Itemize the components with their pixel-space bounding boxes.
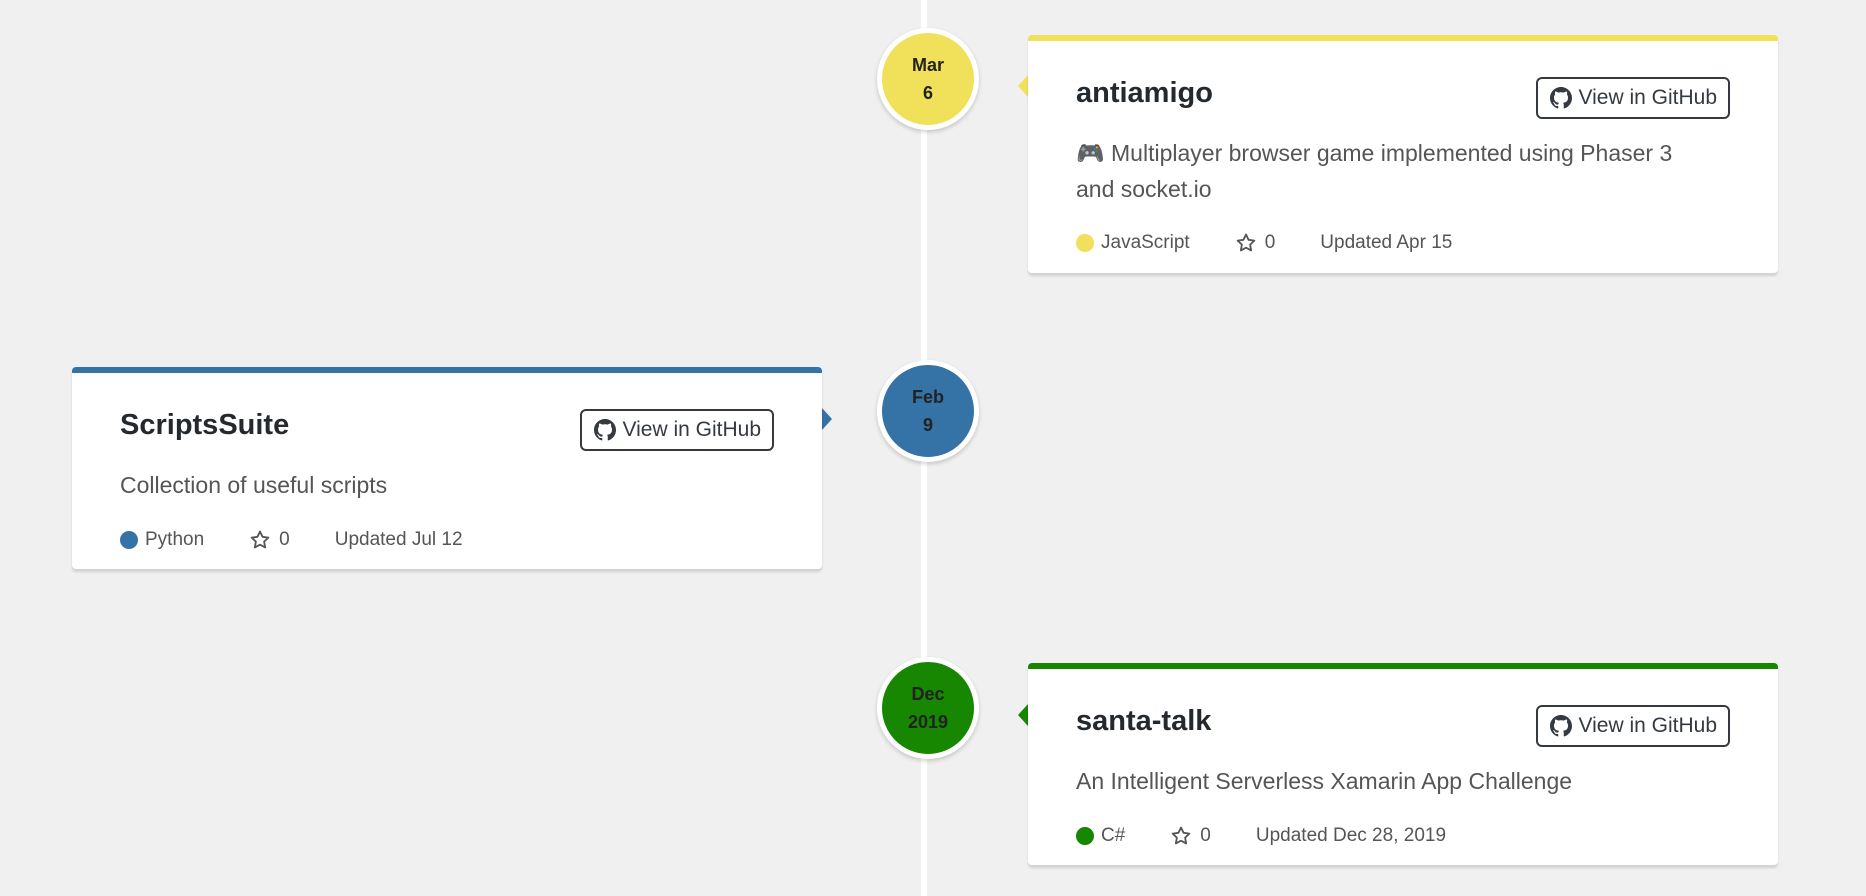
language-dot: [1076, 234, 1094, 252]
repo-meta: Python 0 Updated Jul 12: [120, 529, 463, 551]
language-info: C#: [1076, 825, 1125, 847]
button-label: View in GitHub: [1578, 714, 1717, 737]
date-bubble-mar-6: Mar 6: [877, 28, 979, 130]
updated-date: Updated Jul 12: [334, 529, 463, 550]
date-month: Feb: [911, 387, 944, 407]
github-icon: [1550, 87, 1573, 109]
date-bubble-dec-2019: Dec 2019: [877, 657, 979, 759]
date-year: 2019: [907, 712, 949, 732]
language-label: Python: [145, 529, 205, 550]
stars-value: 0: [279, 529, 290, 550]
language-label: JavaScript: [1101, 232, 1190, 253]
star-count: 0: [249, 529, 290, 551]
repo-title[interactable]: ScriptsSuite: [120, 409, 290, 441]
star-outline-icon: [1172, 826, 1191, 845]
repo-description: An Intelligent Serverless Xamarin App Ch…: [1076, 768, 1573, 794]
github-icon: [1550, 715, 1573, 737]
card-pointer: [822, 408, 832, 430]
updated-date: Updated Apr 15: [1320, 232, 1453, 253]
date-day: 9: [922, 415, 933, 435]
stars-value: 0: [1200, 825, 1211, 846]
view-in-github-button[interactable]: View in GitHub: [1536, 705, 1730, 747]
star-count: 0: [1235, 232, 1276, 254]
repo-description: Collection of useful scripts: [120, 472, 388, 498]
card-color-bar: [1028, 35, 1778, 41]
star-outline-icon: [1236, 233, 1255, 252]
repo-meta: JavaScript 0 Updated Apr 15: [1076, 232, 1452, 254]
card-pointer: [1018, 704, 1028, 726]
button-label: View in GitHub: [1578, 86, 1717, 109]
stars-value: 0: [1264, 232, 1276, 253]
view-in-github-button[interactable]: View in GitHub: [580, 409, 774, 451]
repo-title[interactable]: antiamigo: [1076, 77, 1213, 109]
repo-title[interactable]: santa-talk: [1076, 705, 1212, 737]
star-outline-icon: [250, 530, 270, 549]
updated-date: Updated Dec 28, 2019: [1255, 825, 1447, 846]
button-label: View in GitHub: [622, 418, 761, 441]
repo-card-santa-talk: santa-talk View in GitHub An Intelligent…: [1028, 663, 1778, 865]
language-dot: [1076, 827, 1094, 845]
language-dot: [120, 531, 138, 549]
repo-card-scriptssuite: ScriptsSuite View in GitHub Collection o…: [72, 367, 822, 569]
view-in-github-button[interactable]: View in GitHub: [1536, 77, 1730, 119]
github-icon: [594, 419, 617, 441]
repo-description: 🎮 Multiplayer browser game implemented u…: [1076, 140, 1673, 202]
repo-card-antiamigo: antiamigo View in GitHub 🎮 Multiplayer b…: [1028, 35, 1778, 273]
language-info: Python: [120, 529, 204, 551]
date-bubble-feb-9: Feb 9: [877, 360, 979, 462]
language-label: C#: [1101, 825, 1126, 846]
card-color-bar: [1028, 663, 1778, 669]
date-month: Dec: [911, 684, 945, 704]
repo-meta: C# 0 Updated Dec 28, 2019: [1076, 825, 1446, 847]
card-pointer: [1018, 75, 1028, 97]
star-count: 0: [1170, 825, 1211, 847]
date-month: Mar: [911, 55, 944, 75]
card-color-bar: [72, 367, 822, 373]
language-info: JavaScript: [1076, 232, 1190, 254]
date-day: 6: [922, 83, 933, 103]
